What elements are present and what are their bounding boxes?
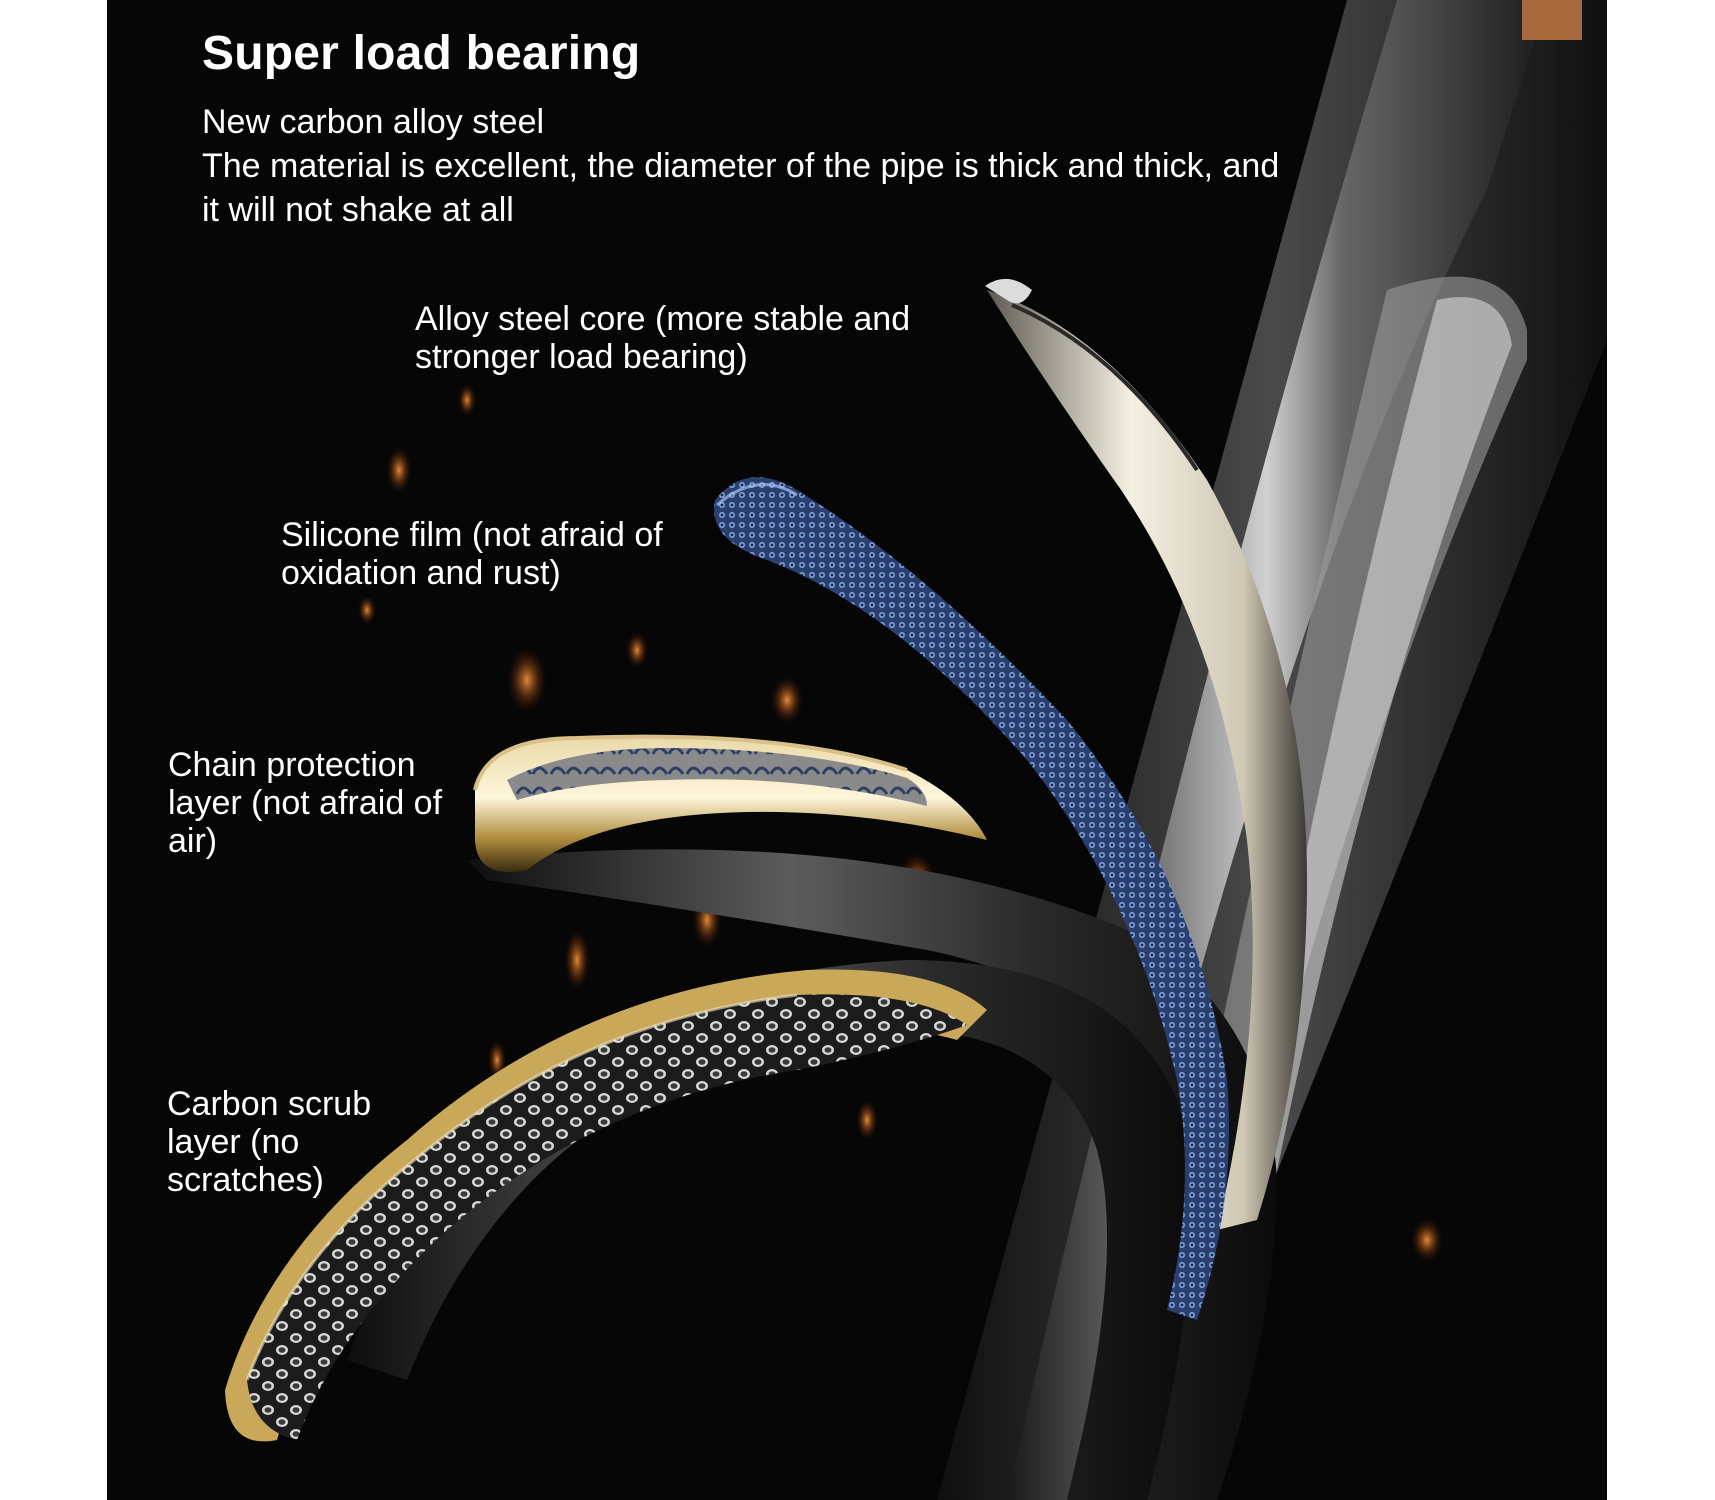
description: New carbon alloy steel The material is e… (202, 100, 1302, 232)
callout-carbon-scrub-layer: Carbon scrub layer (no scratches) (167, 1085, 372, 1199)
pipe-layers-illustration (225, 0, 1607, 1500)
headline: Super load bearing (202, 27, 641, 80)
description-line-1: New carbon alloy steel (202, 103, 545, 141)
callout-silicone-film: Silicone film (not afraid of oxidation a… (281, 516, 663, 592)
product-feature-panel: Super load bearing New carbon alloy stee… (107, 0, 1607, 1500)
callout-chain-protection-layer: Chain protection layer (not afraid of ai… (168, 746, 443, 860)
callout-alloy-steel-core: Alloy steel core (more stable and strong… (415, 300, 911, 376)
description-line-2: The material is excellent, the diameter … (202, 147, 1280, 229)
